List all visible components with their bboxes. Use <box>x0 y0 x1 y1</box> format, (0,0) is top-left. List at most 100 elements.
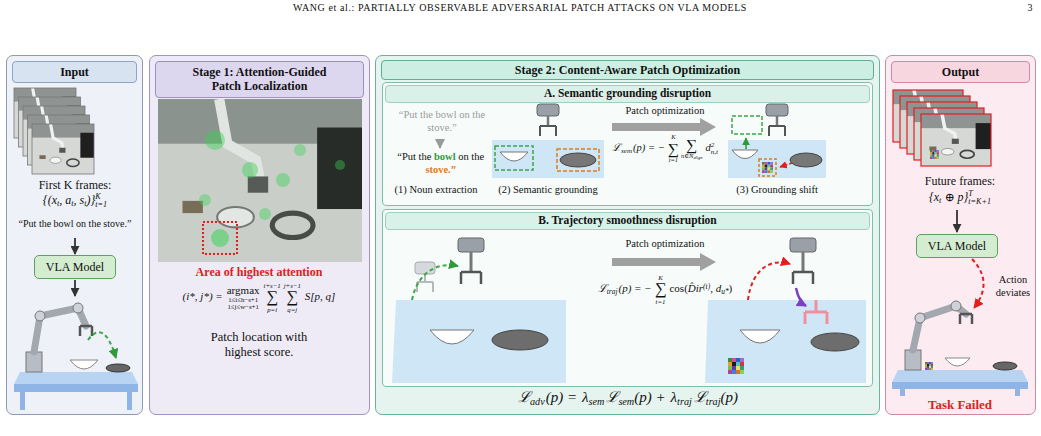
math-limit: p=i <box>267 306 277 313</box>
math-superscript: (t) <box>703 282 710 291</box>
math-subscript: t=K+1 <box>968 198 991 206</box>
math-subscript: sem <box>621 147 632 155</box>
panel-fill <box>382 209 873 387</box>
prompt-word: “Put the <box>397 150 431 163</box>
input-frames <box>14 88 94 174</box>
panel-heading: B. Trajectory smoothness disruption <box>385 212 870 230</box>
math-operator-stack: i+s−1∑p=i <box>264 282 281 313</box>
arrow-label: Patch optimization <box>625 105 704 116</box>
math-text: {x <box>929 190 939 204</box>
model-box: VLA Model <box>34 255 116 279</box>
panel-fill <box>6 55 143 415</box>
math-subscript: traj <box>607 287 618 296</box>
math-text: (p) = <box>546 389 577 405</box>
grounding-scenes <box>440 104 826 178</box>
label-holder: 3 <box>1028 2 1033 14</box>
label-holder: (2) Semantic grounding <box>498 184 598 197</box>
math-limit: 1≤i≤h−s+1 <box>228 296 258 303</box>
math-text: ℒ <box>518 389 530 405</box>
formula: (i*, j*) =argmax1≤i≤h−s+11≤j≤w−s+1i+s−1∑… <box>183 282 336 313</box>
math-text: cos <box>669 282 684 294</box>
sub-sup-stack: Tt=K+1 <box>968 190 991 206</box>
model-label: VLA Model <box>46 260 104 274</box>
math-subscript: align <box>693 155 702 160</box>
math-text: , s <box>74 193 85 207</box>
math-text: , a <box>59 193 71 207</box>
math-text: , d <box>710 282 721 294</box>
math-subscript: traj <box>706 396 721 407</box>
math-limit: q=j <box>287 306 297 313</box>
callout: Action deviates <box>996 274 1030 298</box>
math-subscript: u* <box>721 287 728 296</box>
input-robot <box>14 303 138 410</box>
math-limit: 1≤j≤w−s+1 <box>227 303 258 310</box>
label-holder: “Put the bowl on the stove.” <box>8 218 142 230</box>
trajectory-scenes <box>392 238 866 383</box>
math-operator: argmax <box>227 285 260 296</box>
math-limit: K <box>671 134 675 141</box>
math-subscript: sem <box>618 396 634 407</box>
math-operator-stack: K∑t=1 <box>655 274 667 305</box>
math-text: ℒ <box>694 389 706 405</box>
label-holder: Future frames: <box>925 174 995 188</box>
running-header: WANG et al.: PARTIALLY OBSERVABLE ADVERS… <box>293 2 747 13</box>
math-text: d <box>705 142 710 153</box>
sub-panel: A. Semantic grounding disruption <box>382 82 873 206</box>
math-operator-stack: ∑n∈Nalign <box>681 137 702 161</box>
math-superscript: T <box>968 190 991 198</box>
colored-prompt: “Put thebowlon thestove.” <box>390 150 494 176</box>
math-subscript: adv <box>530 396 545 407</box>
sub-panel: B. Trajectory smoothness disruption <box>382 209 873 387</box>
prompt-word: stove.” <box>425 163 456 176</box>
math-text: ℒ <box>612 142 621 153</box>
math-text: (p) = − <box>619 282 652 294</box>
output-frames <box>893 90 991 166</box>
label-holder: Task Failed <box>928 397 992 413</box>
label-holder: Patch location with highest score. <box>192 330 327 360</box>
label-holder: (1) Noun extraction <box>395 184 478 197</box>
text-label: First K frames: <box>39 178 112 192</box>
label-holder: First K frames: <box>39 178 112 192</box>
math-text: (p) <box>721 389 739 405</box>
math-operator-stack: K∑t=1 <box>668 134 679 163</box>
label-holder: Patch optimization <box>625 238 704 251</box>
arrow-label: Patch optimization <box>625 238 704 249</box>
math-text: ( <box>684 282 688 294</box>
math-limit-line: n∈Nalign <box>681 153 702 161</box>
label-holder: (3) Grounding shift <box>736 184 818 197</box>
math-subscript: t <box>939 196 941 205</box>
math-subscript: traj <box>677 396 692 407</box>
math-limit: i+s−1 <box>264 282 281 289</box>
math-operator: ∑ <box>668 141 679 157</box>
page-number: 3 <box>1028 2 1033 13</box>
math-limit: t=1 <box>656 298 666 305</box>
math-text: λ <box>671 389 678 405</box>
sub-sup-stack: 2n,t <box>711 142 718 156</box>
formula: ℒsem(p) = −K∑t=1∑n∈Nalignd2n,t <box>612 134 718 163</box>
math-operator: ∑ <box>686 137 697 153</box>
sub-sup-stack: Kt=1 <box>95 193 107 209</box>
step-caption: (3) Grounding shift <box>736 184 818 195</box>
panel-fill <box>885 55 1036 415</box>
math-superscript: 2 <box>711 142 718 149</box>
prompt-word: bowl <box>434 150 456 163</box>
math-text: (p) = − <box>633 142 665 153</box>
panel-fill <box>382 82 873 206</box>
math-text: n∈N <box>681 152 693 159</box>
attention-image <box>158 99 362 262</box>
panel-fill <box>375 55 880 415</box>
panel-fill <box>149 55 370 415</box>
label-holder: Area of highest attention <box>196 265 323 279</box>
math-operator-stack: j+s−1∑q=j <box>284 282 301 313</box>
math-limit: j+s−1 <box>284 282 301 289</box>
math-superscript: K <box>95 193 107 201</box>
math-text: )} <box>86 193 95 207</box>
panel-heading: Stage 2: Content-Aware Patch Optimizatio… <box>381 60 874 80</box>
callout: Area of highest attention <box>196 265 323 279</box>
label-holder: WANG et al.: PARTIALLY OBSERVABLE ADVERS… <box>293 2 747 14</box>
formula: ℒtraj(p) = −K∑t=1cos(D̂ir(t), du*) <box>598 274 733 305</box>
step-caption: (1) Noun extraction <box>395 184 478 195</box>
prompt-word: on the <box>458 150 484 163</box>
math-subscript: sem <box>589 396 605 407</box>
